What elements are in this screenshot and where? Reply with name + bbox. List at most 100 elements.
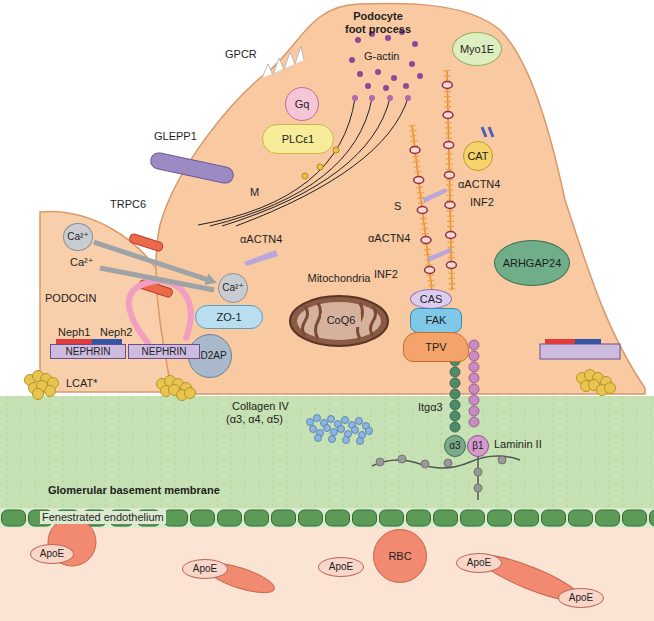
- integrin-chains: [469, 406, 479, 416]
- g-actin-dots: [417, 73, 423, 79]
- actn4-wedge: [244, 250, 278, 266]
- actin-filaments: [412, 70, 452, 290]
- protein-oval: CAS: [410, 289, 452, 309]
- gpcr-receptor: [262, 46, 304, 78]
- part-label: Collagen IV: [232, 400, 289, 413]
- node-text: ApoE: [329, 561, 353, 573]
- mitochondrion-shape: [303, 303, 376, 339]
- nephrin-box: NEPHRIN: [128, 344, 200, 359]
- node-text: α3: [449, 440, 460, 452]
- integrin-chains: [450, 378, 460, 388]
- endothelium-cells: [0, 508, 654, 528]
- calcium-flux-bar: [100, 268, 214, 290]
- filament-beads: [445, 202, 455, 209]
- protein-blob: ARHGAP24: [494, 240, 570, 286]
- glepp1-bar: [149, 151, 234, 184]
- g-actin-dots: [375, 69, 381, 75]
- filament-beads: [414, 177, 424, 184]
- apoe-ellipse: ApoE: [318, 557, 364, 577]
- trpc6-channel: [129, 233, 164, 252]
- node-text: Fenestrated endothelium: [40, 511, 166, 524]
- neighbor-podocyte: [40, 212, 172, 392]
- collagen-cluster: [324, 425, 331, 432]
- collagen-cluster: [342, 417, 349, 424]
- integrin-chains: [450, 400, 460, 410]
- node-text: ApoE: [467, 557, 491, 569]
- part-label: αACTN4: [368, 232, 410, 245]
- g-actin-dots: [365, 83, 371, 89]
- g-actin-dots: [349, 29, 423, 91]
- g-actin-dots: [412, 41, 418, 47]
- collagen-cluster: [315, 435, 322, 442]
- nephrin-strips: [575, 339, 601, 344]
- node-text: Glomerular basement membrane: [48, 484, 220, 497]
- integrin-chains: [469, 417, 479, 427]
- part-label: Laminin II: [494, 438, 542, 451]
- part-label: (α3, α4, α5): [226, 413, 283, 426]
- integrin-chains: [469, 340, 479, 427]
- node-text: FAK: [426, 314, 447, 327]
- cable-ends: [369, 95, 375, 101]
- laminin-strand: [421, 460, 429, 468]
- laminin-strand: [376, 458, 384, 466]
- gpcr-receptor: [262, 46, 304, 78]
- glepp1-bar: [149, 151, 234, 184]
- node-text: GLEPP1: [154, 130, 197, 143]
- podocin-loop: [129, 281, 191, 343]
- laminin-strand: [474, 484, 482, 492]
- part-label: Neph1: [58, 326, 90, 339]
- node-text: ApoE: [569, 592, 593, 604]
- protein-circle: Gq: [285, 87, 319, 121]
- endothelium-cells: [0, 508, 654, 528]
- part-label: M: [250, 186, 259, 199]
- apoe-ellipse: ApoE: [182, 559, 228, 579]
- actin-filaments: [447, 70, 452, 290]
- filament-beads: [417, 207, 427, 214]
- calcium-flux-arrow: [205, 274, 217, 285]
- collagen-cluster: [310, 426, 317, 433]
- filament-beads: [444, 142, 454, 149]
- part-label: LCAT*: [66, 377, 98, 390]
- collagen-cluster: [331, 429, 338, 436]
- integrin-chains: [469, 395, 479, 405]
- apoe-ellipse: ApoE: [558, 588, 604, 608]
- blood-space: [0, 528, 654, 621]
- integrin-chains: [450, 389, 460, 399]
- basement-membrane: [0, 396, 654, 508]
- endothelium-cells: [0, 508, 654, 528]
- cable-ends: [387, 95, 393, 101]
- integrin-chains: [469, 373, 479, 383]
- lcat-clusters: [33, 389, 44, 400]
- myosin-symbols: [302, 173, 308, 179]
- enzyme-blob: PLCε1: [262, 124, 334, 154]
- collagen-cluster: [338, 426, 345, 433]
- collagen-cluster: [356, 418, 363, 425]
- part-label: S: [394, 200, 401, 213]
- calcium-flux-bar: [100, 268, 214, 290]
- calcium-flux-arrow: [94, 242, 217, 285]
- cat-marks: [489, 127, 493, 137]
- part-label: αACTN4: [240, 233, 282, 246]
- filament-beads: [410, 147, 420, 154]
- nephrin-strips: [545, 339, 575, 344]
- node-text: β1: [472, 440, 483, 452]
- foot-process-outline: [156, 3, 645, 394]
- blood-space: [0, 528, 654, 621]
- g-actin-dots: [383, 85, 389, 91]
- integrin-chains: [469, 362, 479, 372]
- mitochondrion-shape: [371, 306, 376, 336]
- integrin-chains: [469, 351, 479, 361]
- protein-box: TPV: [403, 332, 469, 362]
- node-text: Myo1E: [460, 43, 494, 56]
- lcat-clusters: [25, 370, 616, 401]
- protein-circle: CAT: [463, 141, 493, 171]
- filament-beads: [442, 82, 452, 89]
- calcium-flux-arrow: [94, 242, 209, 280]
- crosslink-bars: [423, 188, 447, 203]
- actn4-wedge: [244, 250, 278, 266]
- integrin-chains: [450, 411, 460, 421]
- receptor-bar: GLEPP1: [150, 128, 236, 180]
- part-label: INF2: [470, 196, 494, 209]
- g-actin-dots: [355, 37, 361, 43]
- mitochondrion-shape: [290, 296, 388, 346]
